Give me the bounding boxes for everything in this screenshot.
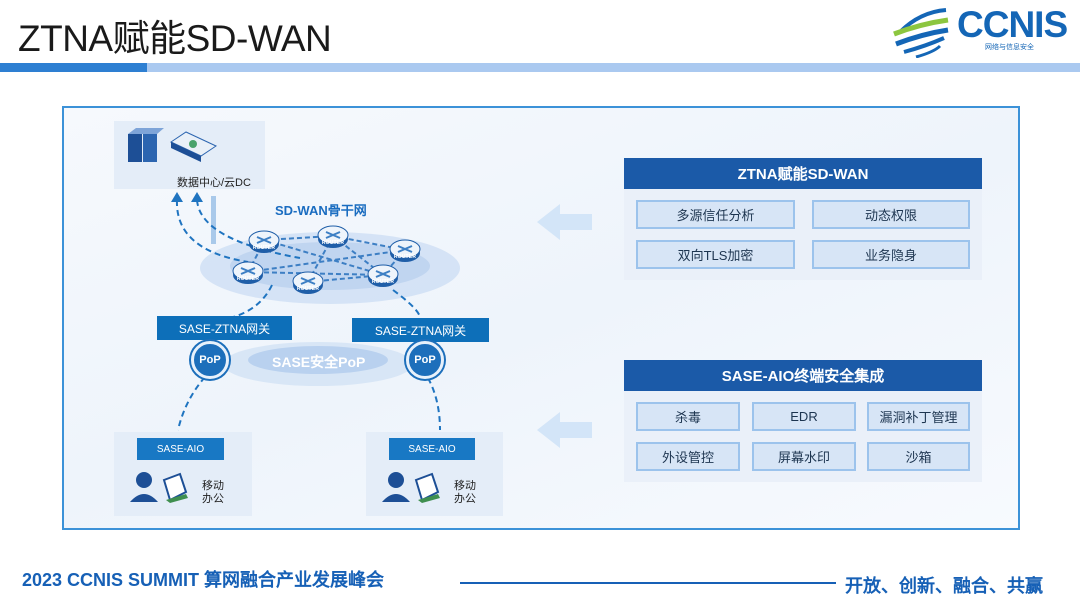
router-1: ROUTER <box>248 230 280 254</box>
pop-node-1: PoP <box>191 341 229 379</box>
router-icon <box>292 271 324 294</box>
router-label: ROUTER <box>236 276 260 282</box>
footer-slogan: 开放、创新、融合、共赢 <box>845 576 1043 596</box>
router-3: ROUTER <box>389 239 421 263</box>
router-5: ROUTER <box>292 271 324 295</box>
aio-panel-title: SASE-AIO终端安全集成 <box>624 360 982 391</box>
router-6: ROUTER <box>367 264 399 288</box>
router-label: ROUTER <box>371 279 395 285</box>
slide-title: ZTNA赋能SD-WAN <box>18 18 332 59</box>
feature-trust-analysis: 多源信任分析 <box>636 200 795 229</box>
user-laptop-icon <box>130 472 188 503</box>
server-icon <box>128 128 218 162</box>
feature-service-cloaking: 业务隐身 <box>812 240 970 269</box>
endpoint-label-2b: 办公 <box>454 493 476 505</box>
sase-aio-agent-2: SASE-AIO <box>389 438 475 460</box>
footer-event-title: 2023 CCNIS SUMMIT 算网融合产业发展峰会 <box>22 570 385 590</box>
router-label: ROUTER <box>393 254 417 260</box>
router-icon <box>389 239 421 262</box>
feature-mtls: 双向TLS加密 <box>636 240 795 269</box>
ztna-gateway-2: SASE-ZTNA网关 <box>352 318 489 342</box>
endpoint-label-1a: 移动 <box>202 480 224 492</box>
endpoint-label-2a: 移动 <box>454 480 476 492</box>
footer-divider <box>460 582 836 584</box>
router-4: ROUTER <box>232 261 264 285</box>
router-icon <box>317 225 349 248</box>
feature-edr: EDR <box>752 402 856 431</box>
feature-sandbox: 沙箱 <box>867 442 970 471</box>
router-label: ROUTER <box>321 240 345 246</box>
ccnis-logo: CCNIS <box>957 4 1068 45</box>
endpoint-label-1b: 办公 <box>202 493 224 505</box>
router-2: ROUTER <box>317 225 349 249</box>
ztna-panel-title: ZTNA赋能SD-WAN <box>624 158 982 189</box>
router-icon <box>367 264 399 287</box>
user-laptop-icon <box>382 472 440 503</box>
feature-device-control: 外设管控 <box>636 442 740 471</box>
sase-aio-agent-1: SASE-AIO <box>137 438 224 460</box>
pop-node-2: PoP <box>406 341 444 379</box>
pop-zone-label: SASE安全PoP <box>272 354 366 370</box>
router-icon <box>232 261 264 284</box>
ztna-gateway-1: SASE-ZTNA网关 <box>157 316 292 340</box>
router-label: ROUTER <box>252 245 276 251</box>
logo-subtitle: 网络与信息安全 <box>985 44 1034 51</box>
ccnis-globe-logo-icon <box>893 8 949 58</box>
header-bar-accent <box>0 63 147 72</box>
router-label: ROUTER <box>296 286 320 292</box>
feature-patch-management: 漏洞补丁管理 <box>867 402 970 431</box>
datacenter-label: 数据中心/云DC <box>177 177 251 189</box>
backbone-label: SD-WAN骨干网 <box>275 203 367 218</box>
header-bar <box>147 63 1080 72</box>
feature-screen-watermark: 屏幕水印 <box>752 442 856 471</box>
feature-antivirus: 杀毒 <box>636 402 740 431</box>
router-icon <box>248 230 280 253</box>
feature-dynamic-permission: 动态权限 <box>812 200 970 229</box>
